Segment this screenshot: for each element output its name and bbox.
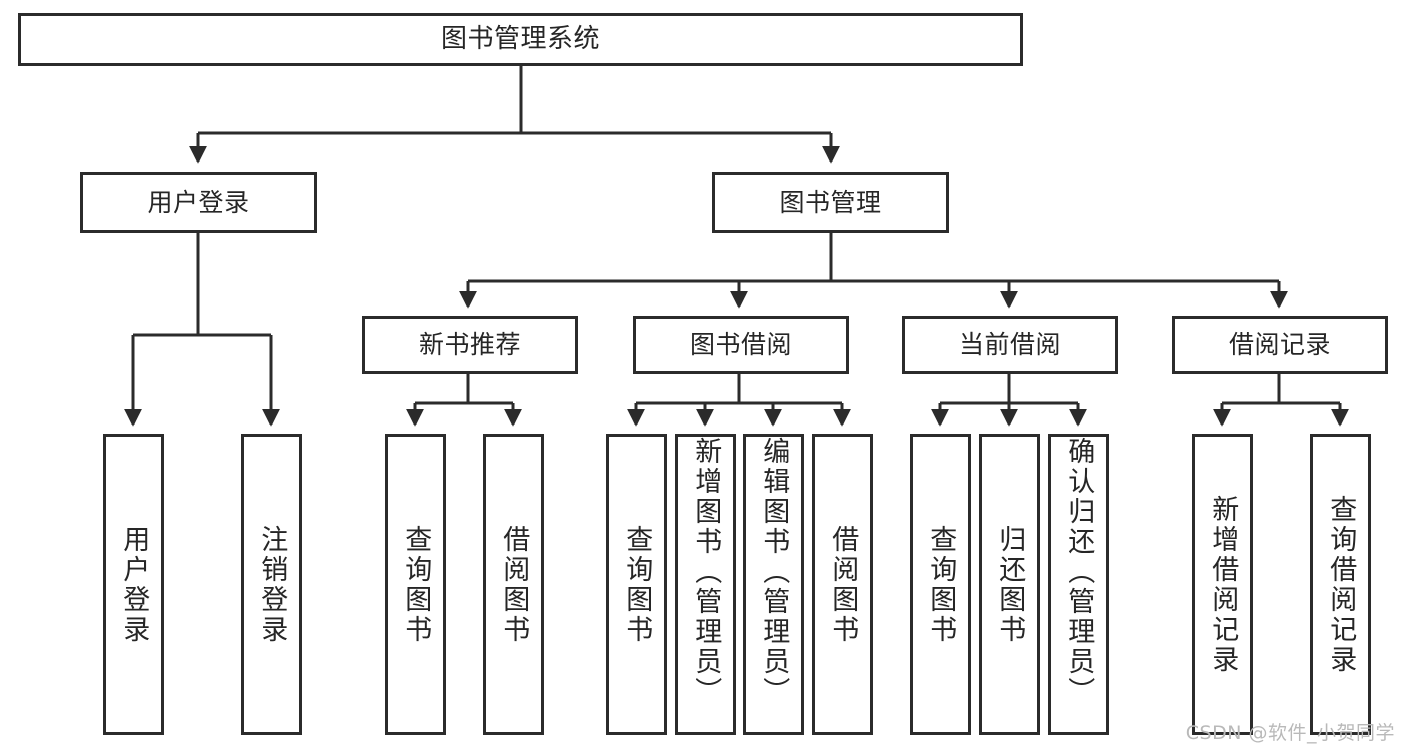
node-label: 用户登录 <box>147 187 250 217</box>
node-user-login[interactable]: 用户登录 <box>80 172 317 233</box>
node-label: 新书推荐 <box>418 330 521 360</box>
node-leaf-query-book-recommend[interactable]: 查询图书 <box>385 434 446 735</box>
node-leaf-return-book[interactable]: 归还图书 <box>979 434 1040 735</box>
node-leaf-edit-book-admin[interactable]: 编辑图书（管理员） <box>743 434 804 735</box>
node-label: 查询图书 <box>925 524 957 645</box>
node-label: 新增借阅记录 <box>1207 494 1239 675</box>
node-new-book-recommendation[interactable]: 新书推荐 <box>362 316 578 374</box>
node-leaf-user-login[interactable]: 用户登录 <box>103 434 164 735</box>
node-leaf-add-book-admin[interactable]: 新增图书（管理员） <box>675 434 736 735</box>
node-label: 查询图书 <box>400 524 432 645</box>
node-leaf-borrow-book-recommend[interactable]: 借阅图书 <box>483 434 544 735</box>
node-current-borrow[interactable]: 当前借阅 <box>902 316 1118 374</box>
node-label: 图书借阅 <box>689 330 792 360</box>
watermark-text: CSDN @软件_小贺同学 <box>1185 722 1395 744</box>
node-label: 借阅记录 <box>1228 330 1331 360</box>
node-label: 编辑图书（管理员） <box>758 437 790 707</box>
node-leaf-logout[interactable]: 注销登录 <box>241 434 302 735</box>
node-label: 注销登录 <box>256 524 288 645</box>
node-label: 查询图书 <box>621 524 653 645</box>
node-book-borrow[interactable]: 图书借阅 <box>633 316 849 374</box>
node-label: 确认归还（管理员） <box>1063 437 1095 707</box>
node-label: 新增图书（管理员） <box>690 437 722 707</box>
node-book-management[interactable]: 图书管理 <box>712 172 949 233</box>
node-label: 用户登录 <box>118 524 150 645</box>
node-label: 图书管理 <box>779 187 882 217</box>
node-label: 图书管理系统 <box>440 24 600 55</box>
node-label: 借阅图书 <box>498 524 530 645</box>
node-label: 查询借阅记录 <box>1325 494 1357 675</box>
node-leaf-query-book-borrow[interactable]: 查询图书 <box>606 434 667 735</box>
node-root-book-management-system[interactable]: 图书管理系统 <box>18 13 1023 66</box>
node-leaf-query-book-current[interactable]: 查询图书 <box>910 434 971 735</box>
node-label: 归还图书 <box>994 524 1026 645</box>
node-label: 当前借阅 <box>958 330 1061 360</box>
node-label: 借阅图书 <box>827 524 859 645</box>
node-borrow-record[interactable]: 借阅记录 <box>1172 316 1388 374</box>
node-leaf-borrow-book[interactable]: 借阅图书 <box>812 434 873 735</box>
node-leaf-confirm-return-admin[interactable]: 确认归还（管理员） <box>1048 434 1109 735</box>
node-leaf-query-borrow-record[interactable]: 查询借阅记录 <box>1310 434 1371 735</box>
node-leaf-add-borrow-record[interactable]: 新增借阅记录 <box>1192 434 1253 735</box>
